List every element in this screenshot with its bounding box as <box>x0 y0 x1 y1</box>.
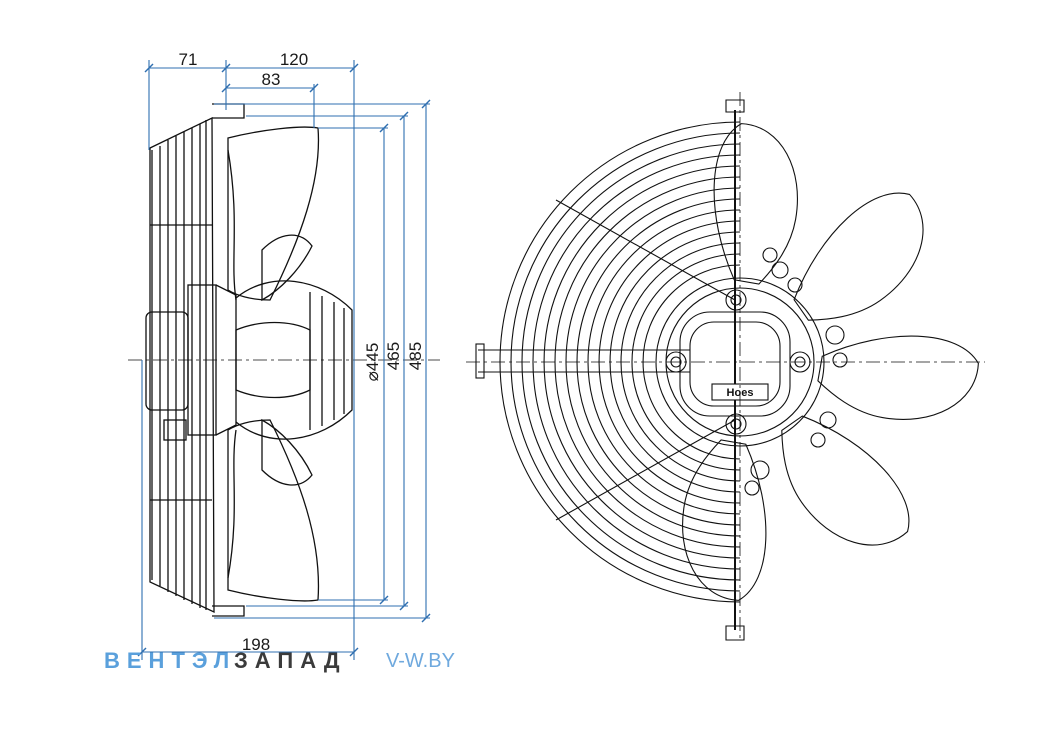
center-lines <box>128 92 985 640</box>
dim-120: 120 <box>280 50 308 69</box>
dim-71: 71 <box>179 50 198 69</box>
dim-445: ⌀445 <box>363 343 382 382</box>
front-blades <box>682 123 979 601</box>
side-guard <box>149 103 245 617</box>
side-motor <box>145 280 353 441</box>
dimension-ticks <box>137 63 431 657</box>
front-guard-spokes <box>475 99 745 641</box>
guard-ring <box>532 154 741 570</box>
fan-blade <box>781 415 910 546</box>
dimension-lines <box>141 60 430 660</box>
side-view <box>145 103 353 617</box>
fan-blade <box>682 439 767 601</box>
guard-ring <box>631 253 741 471</box>
fan-blade <box>713 123 798 285</box>
dimension-labels: 71 120 83 ⌀445 465 485 198 <box>179 50 425 654</box>
watermark: ВЕНТЭЛ ЗАПАД V-W.BY <box>104 648 455 673</box>
fan-blade <box>817 335 979 420</box>
watermark-site: V-W.BY <box>386 650 455 672</box>
watermark-brand-right: ЗАПАД <box>234 648 347 673</box>
dim-485: 485 <box>406 342 425 370</box>
front-view: Hoes <box>475 99 979 641</box>
dim-198: 198 <box>242 635 270 654</box>
dim-465: 465 <box>384 342 403 370</box>
guard-ring <box>587 209 741 515</box>
dim-83: 83 <box>262 70 281 89</box>
watermark-brand-left: ВЕНТЭЛ <box>104 648 236 673</box>
fan-blade <box>793 192 924 321</box>
side-blades <box>227 126 320 602</box>
